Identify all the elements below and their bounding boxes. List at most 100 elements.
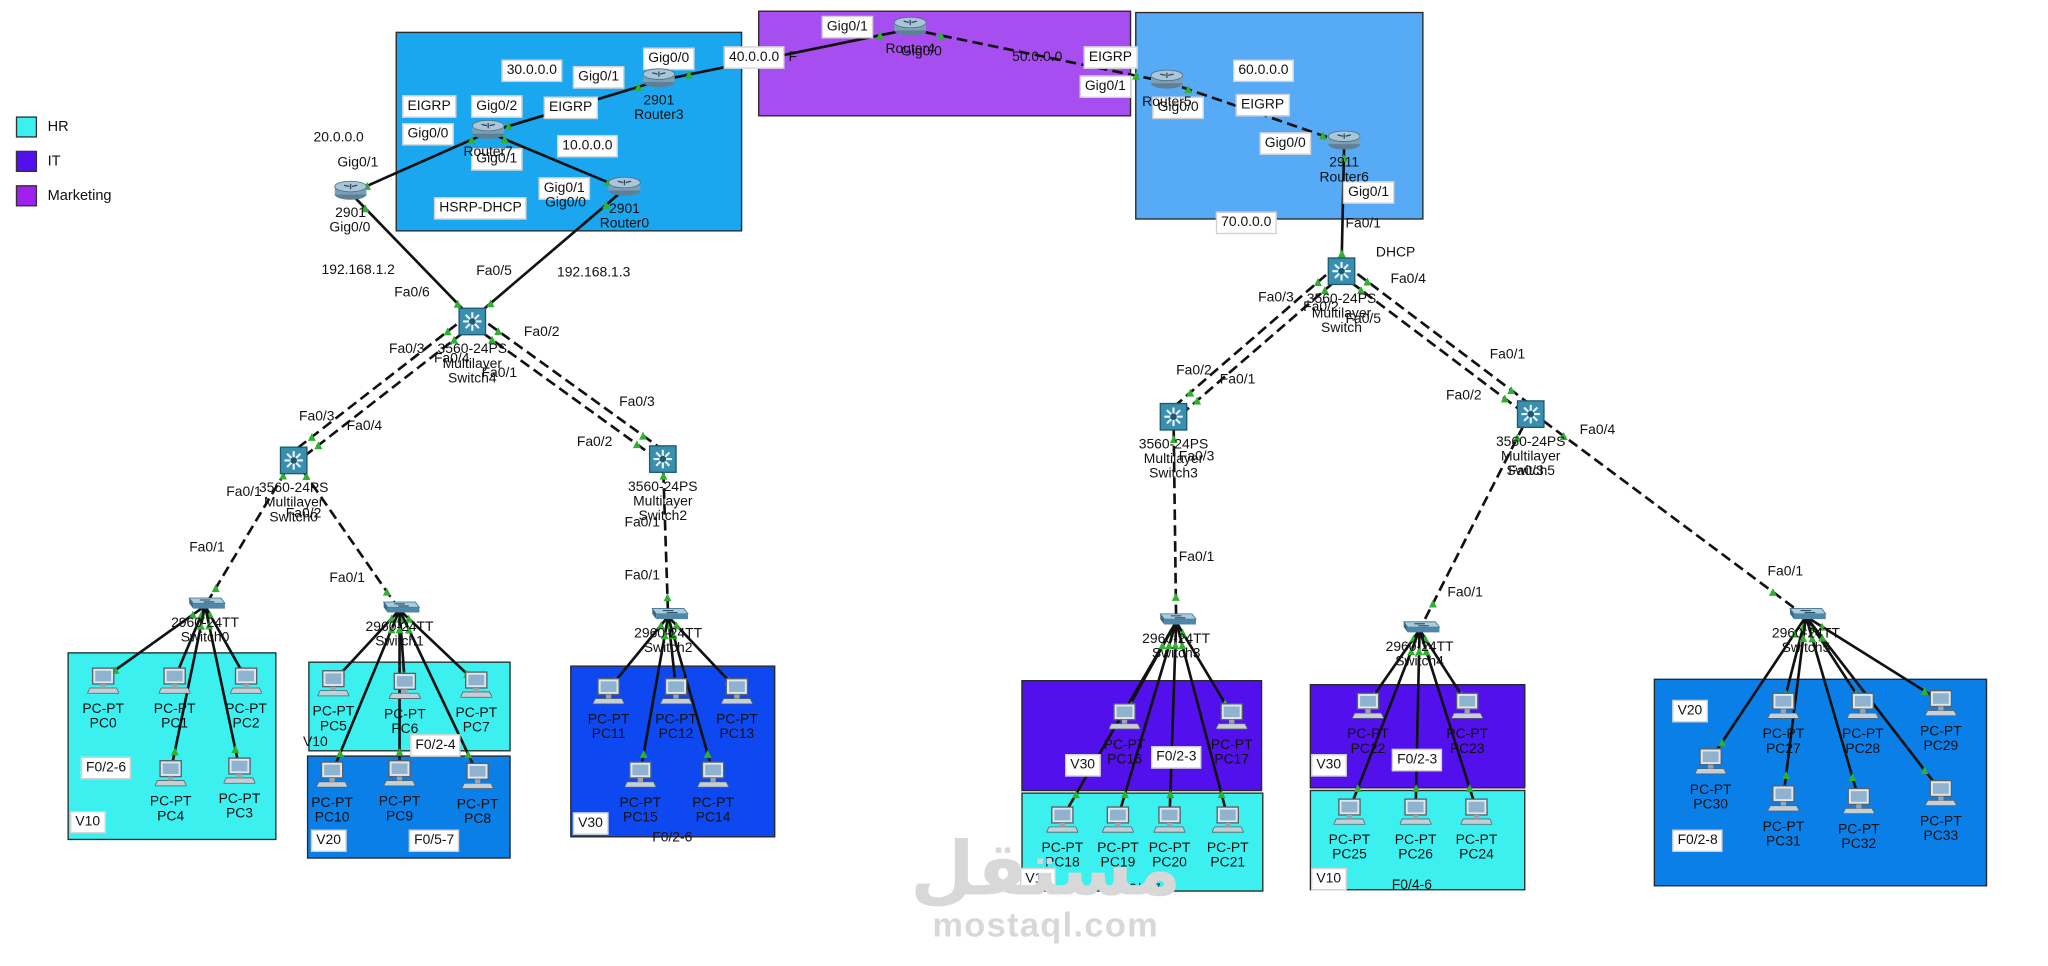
router-icon — [1304, 130, 1383, 155]
pc-model: PC-PT — [692, 795, 734, 811]
port-label: Fa0/1 — [1345, 215, 1382, 232]
port-range-label: F0/5-7 — [408, 829, 460, 853]
router-r5[interactable]: Router5 — [1127, 69, 1206, 110]
protocol-label: EIGRP — [402, 95, 457, 118]
link-status-indicator — [632, 440, 641, 449]
port-label: Fa0/5 — [476, 263, 512, 280]
multilayer-switch-model: 3560-24PS — [1495, 433, 1566, 450]
switch-icon — [628, 603, 707, 625]
multilayer-switch-name: Multilayer Switch4 — [442, 355, 503, 387]
router-model: 2911 — [1329, 154, 1360, 171]
port-label: Fa0/3 — [1508, 463, 1544, 479]
link-status-indicator — [1422, 647, 1431, 656]
link-status-indicator — [1184, 85, 1193, 94]
pc-model: PC-PT — [1206, 840, 1249, 856]
pc-icon — [1130, 804, 1209, 840]
link-status-indicator — [307, 432, 316, 441]
network-label: 20.0.0.0 — [313, 129, 364, 146]
link-sw5-pc29 — [1805, 615, 1942, 703]
router-rl[interactable]: 2901 — [311, 180, 390, 221]
link-status-indicator — [279, 471, 288, 480]
link-status-indicator — [1178, 641, 1187, 650]
pc-name: PC12 — [658, 726, 694, 743]
port-label: Fa0/2 — [285, 505, 322, 522]
port-label: Fa0/3 — [1258, 289, 1294, 306]
router-r4[interactable]: Router4 — [871, 16, 950, 57]
switch-model: 2960-24TT — [365, 619, 434, 636]
port-label: Fa0/2 — [523, 324, 560, 341]
link-status-indicator — [1920, 766, 1929, 775]
watermark-arabic: مستقل — [910, 826, 1182, 913]
port-label: Fa0/1 — [624, 567, 660, 584]
switch-name: Switch4 — [1395, 653, 1444, 670]
pc-model: PC-PT — [587, 711, 630, 728]
link-sw5-pc27 — [1782, 616, 1808, 705]
router-r7[interactable]: Router7 — [448, 119, 527, 160]
link-status-indicator — [1318, 131, 1327, 140]
link-status-indicator — [467, 135, 476, 144]
trunk-link-mlsR-mls3 — [1169, 263, 1339, 412]
port-label: Fa0/1 — [1178, 549, 1215, 565]
port-label: Gig0/1 — [337, 154, 379, 171]
link-r6-mlsR — [1340, 142, 1346, 269]
pc-name: PC31 — [1766, 833, 1801, 850]
port-label: Fa0/3 — [1178, 448, 1215, 465]
link-status-indicator — [188, 610, 197, 619]
pc-name: PC20 — [1152, 854, 1187, 871]
multilayer-switch-model: 3560-24PS — [1138, 436, 1209, 453]
link-sw3-pc17 — [1175, 621, 1233, 716]
pc-model: PC-PT — [218, 791, 261, 808]
port-range-label: F0/2-3 — [1391, 748, 1443, 772]
link-status-indicator — [302, 472, 311, 480]
